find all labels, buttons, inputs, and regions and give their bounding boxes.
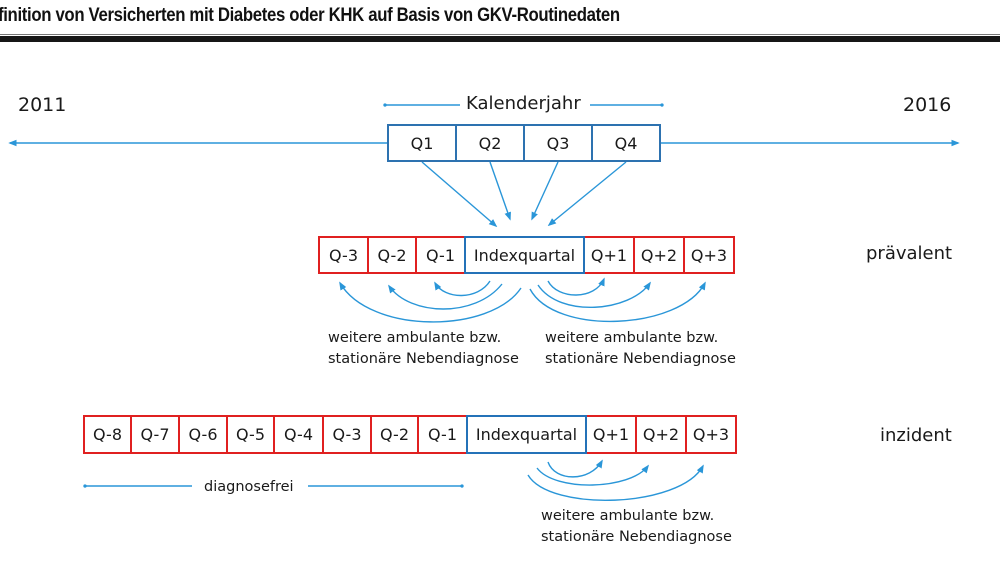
note-line-2: stationäre Nebendiagnose <box>328 351 519 367</box>
prevalent-arc-q-2 <box>388 283 503 310</box>
q2-to-index-arrow <box>489 161 511 221</box>
q1-to-index-arrow <box>421 161 498 228</box>
prevalent-arc-q-3 <box>339 281 522 323</box>
incident-quarter-q+1: Q+1 <box>585 415 637 454</box>
calendar-year-label: Kalenderjahr <box>466 93 581 114</box>
calendar-quarter-q1: Q1 <box>387 124 457 162</box>
calendar-quarter-q3: Q3 <box>523 124 593 162</box>
note-line-1: weitere ambulante bzw. <box>545 330 719 346</box>
note-line-1: weitere ambulante bzw. <box>541 508 715 524</box>
prevalent-index-quarter: Indexquartal <box>464 236 585 274</box>
prevalent-arc-q+2 <box>537 281 651 309</box>
incident-quarter-q-7: Q-7 <box>130 415 180 454</box>
diagnosefrei-label: diagnosefrei <box>204 479 294 495</box>
prevalent-arc-q+1 <box>547 277 605 296</box>
incident-arc-q+1 <box>547 459 603 478</box>
incident-quarter-q+3: Q+3 <box>685 415 737 454</box>
incident-quarter-q+2: Q+2 <box>635 415 687 454</box>
end-year-label: 2016 <box>903 94 952 116</box>
prevalent-note-right: weitere ambulante bzw. stationäre Nebend… <box>545 328 736 370</box>
incident-note: weitere ambulante bzw. stationäre Nebend… <box>541 506 732 548</box>
calendar-quarter-q4: Q4 <box>591 124 661 162</box>
note-line-2: stationäre Nebendiagnose <box>541 529 732 545</box>
calendar-quarter-q2: Q2 <box>455 124 525 162</box>
incident-label: inzident <box>880 425 952 446</box>
incident-quarter-q-3: Q-3 <box>322 415 372 454</box>
note-line-1: weitere ambulante bzw. <box>328 330 502 346</box>
incident-quarter-q-1: Q-1 <box>417 415 468 454</box>
prevalent-quarter-q+1: Q+1 <box>583 236 635 274</box>
incident-quarter-q-4: Q-4 <box>273 415 324 454</box>
incident-arc-q+2 <box>536 464 650 486</box>
prevalent-quarter-q+2: Q+2 <box>633 236 685 274</box>
prevalent-arc-q+3 <box>529 281 706 322</box>
title-rule <box>0 36 1000 42</box>
note-line-2: stationäre Nebendiagnose <box>545 351 736 367</box>
prevalent-arc-q-1 <box>434 280 491 297</box>
incident-quarter-q-2: Q-2 <box>370 415 419 454</box>
incident-quarter-q-8: Q-8 <box>83 415 132 454</box>
prevalent-label: prävalent <box>866 243 953 264</box>
prevalent-quarter-q-2: Q-2 <box>367 236 417 274</box>
prevalent-quarter-q-1: Q-1 <box>415 236 466 274</box>
title-rule-thin <box>0 34 1000 35</box>
q4-to-index-arrow <box>547 161 627 227</box>
incident-quarter-q-6: Q-6 <box>178 415 228 454</box>
start-year-label: 2011 <box>18 94 67 116</box>
prevalent-note-left: weitere ambulante bzw. stationäre Nebend… <box>328 328 519 370</box>
incident-index-quarter: Indexquartal <box>466 415 587 454</box>
prevalent-quarter-q-3: Q-3 <box>318 236 369 274</box>
incident-arc-q+3 <box>527 464 704 502</box>
prevalent-quarter-q+3: Q+3 <box>683 236 735 274</box>
q3-to-index-arrow <box>531 161 559 221</box>
incident-quarter-q-5: Q-5 <box>226 415 275 454</box>
page-title: finition von Versicherten mit Diabetes o… <box>0 4 620 26</box>
